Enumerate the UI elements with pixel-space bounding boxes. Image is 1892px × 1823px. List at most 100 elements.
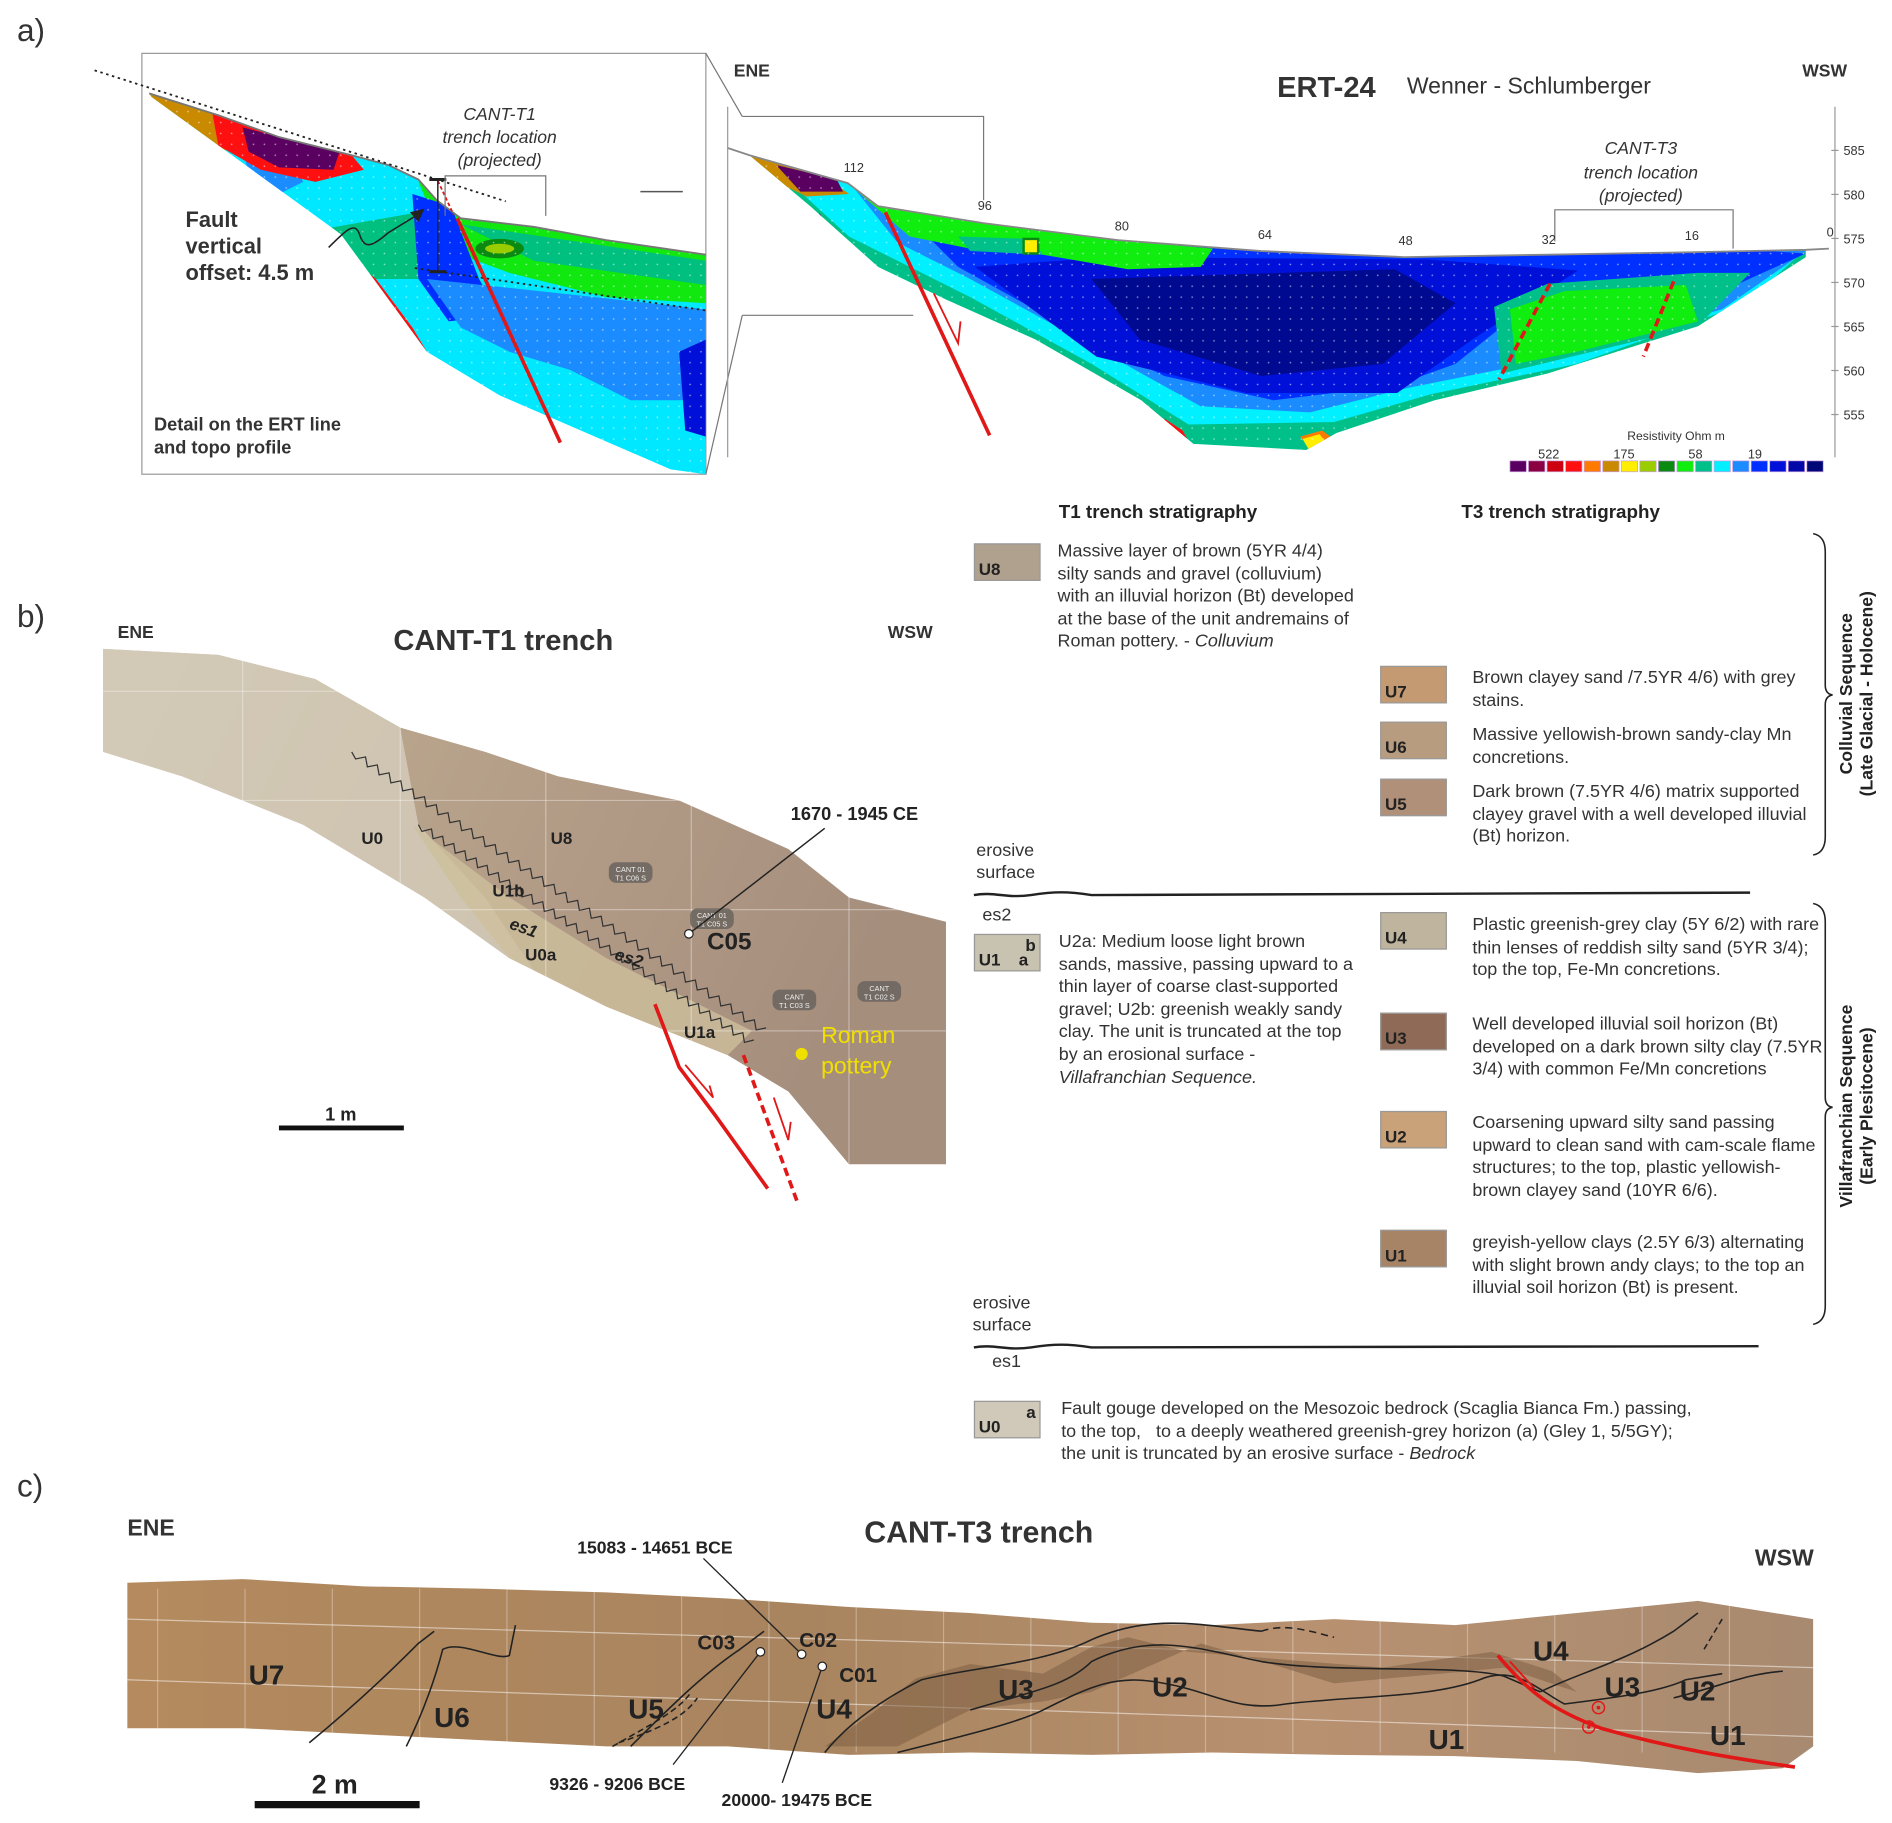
u1-t3-swatch: U1	[1380, 1229, 1447, 1268]
t3-left-direction: ENE	[127, 1514, 174, 1540]
u1-zone	[412, 824, 752, 1056]
u4-swatch: U4	[1380, 912, 1447, 950]
colorbar-swatch	[1676, 460, 1694, 473]
zoom-connectors	[705, 53, 985, 475]
t3-sample-label: C02	[799, 1629, 837, 1652]
panel-label-b: b)	[16, 597, 46, 635]
u5-swatch: U5	[1380, 778, 1447, 817]
c02-leader-line	[702, 1557, 803, 1655]
fault-offset-text-1: Fault	[186, 207, 238, 232]
colluvial-sequence-label: Colluvial Sequence(Late Glacial - Holoce…	[1837, 572, 1878, 815]
villafranchian-age: (Early Plesitocene)	[1858, 1027, 1878, 1185]
u1-t1-description: U2a: Medium loose light brown sands, mas…	[1059, 931, 1362, 1089]
sample-tag-text: CANT 01	[616, 865, 646, 874]
out-of-plane-symbol-icon	[1591, 1700, 1606, 1715]
u1-t1-italic: Villafranchian Sequence.	[1058, 1067, 1257, 1088]
c05-leader-line	[688, 827, 826, 935]
sample-tag-text: T1 C02 S	[864, 992, 895, 1001]
t3-unit-label: U4	[816, 1694, 852, 1725]
sample-tag-text: T1 C06 S	[615, 873, 646, 882]
colorbar-swatch	[1620, 460, 1639, 473]
colorbar-swatch	[1750, 460, 1768, 473]
colorbar-tick-label: 58	[1688, 446, 1702, 461]
ert-left-direction: ENE	[734, 60, 770, 80]
u1-b-label: b	[1025, 935, 1036, 955]
t3-unit-label: U2	[1152, 1672, 1188, 1703]
distance-tick-label: 80	[1115, 218, 1129, 233]
colluvial-age: (Late Glacial - Holocene)	[1858, 591, 1878, 797]
into-plane-dot-icon	[1586, 1725, 1591, 1729]
distance-tick-label: 112	[844, 160, 864, 175]
c05-date-label: 1670 - 1945 CE	[791, 804, 918, 824]
detail-caption-1: Detail on the ERT line	[154, 415, 341, 435]
colorbar-swatch	[1806, 460, 1824, 473]
u7-swatch: U7	[1380, 665, 1447, 704]
es1-contact-line	[417, 824, 755, 1044]
out-of-plane-dot-icon	[1596, 1705, 1601, 1710]
u1-t1-text: U2a: Medium loose light brown sands, mas…	[1058, 932, 1354, 1065]
distance-tick-label: 96	[978, 198, 992, 213]
u6-swatch: U6	[1380, 721, 1447, 760]
colorbar-swatch	[1658, 460, 1676, 473]
t1-left-direction: ENE	[118, 622, 154, 642]
elevation-tick-label: 565	[1843, 319, 1864, 334]
panel-label-c: c)	[16, 1467, 44, 1504]
colorbar	[1509, 460, 1824, 473]
sample-tag-text: T1 C03 S	[779, 1001, 810, 1010]
fault-offset-text-3: offset: 4.5 m	[186, 260, 315, 285]
u0-text-line: the unit is truncated by an erosive surf…	[1061, 1444, 1410, 1465]
roman-pottery-label-1: Roman	[821, 1022, 895, 1048]
colluvial-title: Colluvial Sequence	[1837, 613, 1857, 775]
colorbar-tick-label: 522	[1538, 446, 1559, 461]
distance-tick-label: 48	[1399, 233, 1413, 248]
offset-arrow	[328, 212, 421, 248]
t1-grid	[103, 648, 946, 1165]
surface-word: surface	[976, 863, 1036, 883]
c01-sample-marker	[817, 1661, 828, 1672]
c01-leader-line	[781, 1666, 823, 1784]
arrowhead-icon	[409, 208, 425, 222]
u6-description: Massive yellowish-brown sandy-clay Mn co…	[1472, 725, 1792, 768]
t3-u3-band	[824, 1637, 1577, 1747]
u2-code: U2	[1385, 1126, 1407, 1147]
colorbar-swatch	[1602, 460, 1620, 473]
roman-pottery-label-2: pottery	[821, 1052, 892, 1078]
t3-location-bracket	[1554, 209, 1734, 249]
t1-fault-line	[653, 1003, 770, 1190]
distance-tick-label: 16	[1685, 228, 1699, 243]
elevation-tick-label: 555	[1843, 407, 1864, 422]
distance-tick-label: 0	[1827, 224, 1834, 239]
elevation-tick-label: 585	[1843, 143, 1864, 158]
t1-stratigraphy-header: T1 trench stratigraphy	[1058, 502, 1258, 523]
surface-word: surface	[972, 1315, 1032, 1336]
u5-description: Dark brown (7.5YR 4/6) matrix supported …	[1472, 782, 1807, 847]
panel-label-a: a)	[16, 12, 46, 49]
t1-location-label-3: (projected)	[458, 150, 542, 170]
t1-unit-label: U0a	[525, 946, 557, 965]
t1-right-direction: WSW	[888, 622, 933, 642]
u6-code: U6	[1385, 737, 1407, 757]
erosive-word: erosive	[976, 841, 1035, 862]
u1-t3-code: U1	[1385, 1245, 1407, 1265]
colorbar-swatch	[1565, 460, 1583, 473]
fault-offset-text-2: vertical	[186, 233, 262, 258]
u8-swatch: U8	[973, 543, 1041, 581]
colorbar-swatch	[1639, 460, 1657, 473]
t3-unit-label: U6	[434, 1702, 470, 1733]
ert-right-direction: WSW	[1802, 60, 1847, 80]
ert-method: Wenner - Schlumberger	[1407, 72, 1651, 98]
colorbar-swatch	[1695, 460, 1713, 473]
colorbar-tick-label: 175	[1613, 446, 1634, 461]
t3-location-label-1: CANT-T3	[1605, 138, 1678, 158]
erosive-word: erosive	[972, 1294, 1031, 1314]
detail-caption-2: and topo profile	[154, 438, 291, 458]
erosive-surface-es1-line	[973, 1343, 1759, 1350]
colorbar-swatch	[1583, 460, 1601, 473]
t3-date-label: 9326 - 9206 BCE	[549, 1774, 685, 1794]
